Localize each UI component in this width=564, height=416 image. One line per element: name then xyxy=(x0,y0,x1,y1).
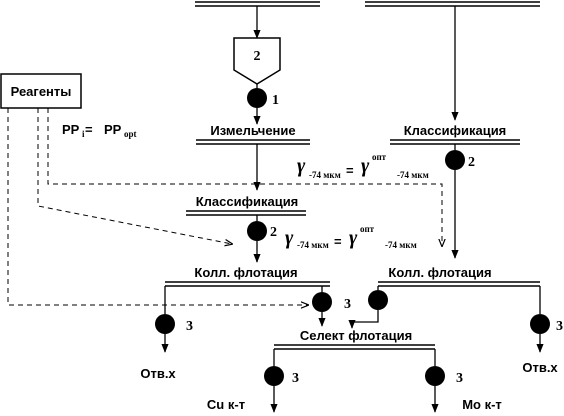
node-1-label: 1 xyxy=(272,93,279,108)
svg-text:γ: γ xyxy=(349,227,358,249)
feed-box-pentagon xyxy=(233,37,281,85)
node-3-mo-label: 3 xyxy=(456,371,463,386)
svg-text:-74 мкм: -74 мкм xyxy=(385,240,417,250)
classification-mid-bar xyxy=(186,210,306,216)
node-3-right-tail-label: 3 xyxy=(556,319,563,334)
classification-top-label: Классификация xyxy=(404,123,507,138)
gamma-formula-mid: γ -74 мкм = γ опт -74 мкм xyxy=(285,224,417,250)
svg-text:опт: опт xyxy=(372,152,387,162)
node-3-cu-label: 3 xyxy=(292,371,299,386)
node-3-left-tail-circle xyxy=(155,314,175,334)
cu-concentrate-label: Cu к-т xyxy=(207,397,245,412)
svg-text:=: = xyxy=(85,122,93,137)
node-2-top-label: 2 xyxy=(468,155,475,170)
svg-text:=: = xyxy=(334,234,342,249)
svg-text:PP: PP xyxy=(62,122,80,137)
top-right-bar xyxy=(365,1,540,7)
svg-text:opt: opt xyxy=(124,129,137,139)
svg-text:PP: PP xyxy=(104,122,122,137)
node-3-left-conc-circle xyxy=(312,292,332,312)
node-3-right-tail-circle xyxy=(530,314,550,334)
svg-text:опт: опт xyxy=(360,224,375,234)
node-3-right-conc-circle xyxy=(368,290,388,310)
tail-left-label: Отв.х xyxy=(140,366,176,381)
reagents-box xyxy=(0,73,82,109)
top-feed-bar xyxy=(195,1,320,7)
grinding-bar xyxy=(196,139,310,145)
svg-text:-74 мкм: -74 мкм xyxy=(397,170,429,180)
reagents-label: Реагенты xyxy=(11,84,72,99)
node-2-mid-circle xyxy=(247,221,267,241)
node-3-mo-circle xyxy=(425,366,445,386)
svg-text:γ: γ xyxy=(285,227,294,249)
tail-right-label: Отв.х xyxy=(522,360,558,375)
svg-text:=: = xyxy=(346,163,354,178)
bulk-flotation-left-bar xyxy=(165,281,330,287)
bulk-flotation-right-bar xyxy=(378,281,540,287)
svg-text:-74 мкм: -74 мкм xyxy=(309,170,341,180)
node-3-left-conc-label: 3 xyxy=(344,297,351,312)
feed-box-number: 2 xyxy=(254,49,261,64)
bulk-flotation-left-label: Колл. флотация xyxy=(194,265,297,280)
svg-text:γ: γ xyxy=(361,155,370,177)
node-2-mid-label: 2 xyxy=(270,225,277,240)
node-1-circle xyxy=(247,88,267,108)
bulk-flotation-right-label: Колл. флотация xyxy=(388,265,491,280)
grinding-label: Измельчение xyxy=(210,123,295,138)
classification-top-bar xyxy=(390,139,520,145)
selective-flotation-bar xyxy=(274,344,435,350)
classification-mid-label: Классификация xyxy=(196,194,299,209)
mo-concentrate-label: Мо к-т xyxy=(462,397,502,412)
reagent-dashed-lines xyxy=(7,108,442,305)
node-3-cu-circle xyxy=(264,366,284,386)
node-3-left-tail-label: 3 xyxy=(186,319,193,334)
svg-text:i: i xyxy=(82,129,85,139)
node-2-top-circle xyxy=(445,150,465,170)
svg-text:-74 мкм: -74 мкм xyxy=(297,240,329,250)
svg-text:γ: γ xyxy=(297,155,306,177)
selective-flotation-label: Селект флотация xyxy=(300,328,412,343)
gamma-formula-top: γ -74 мкм = γ опт -74 мкм xyxy=(297,152,429,180)
pp-ratio-formula: PP i = PP opt xyxy=(62,122,137,139)
